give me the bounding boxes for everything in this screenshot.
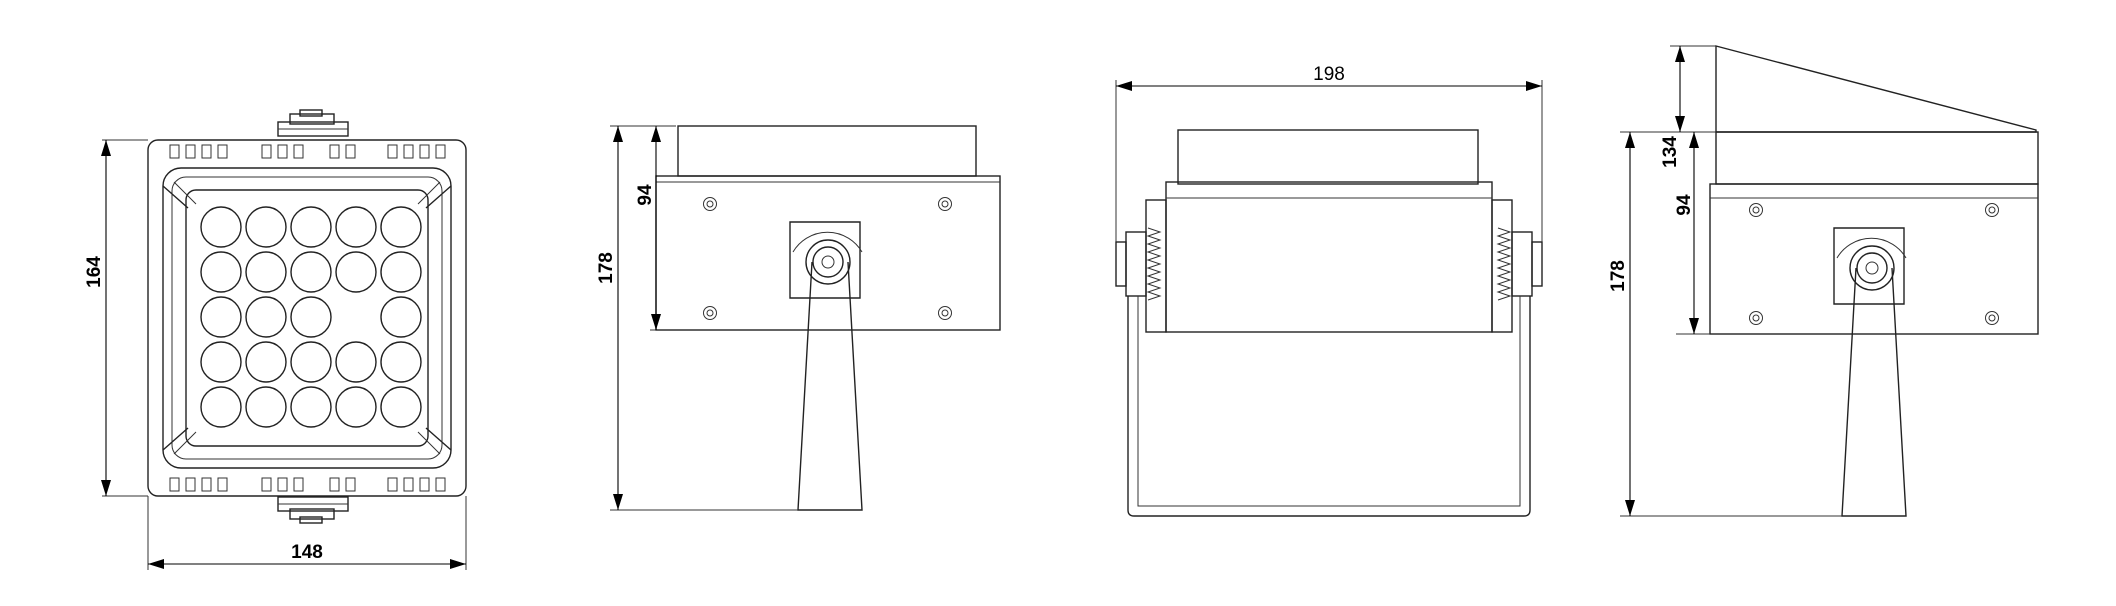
fin-slot bbox=[419, 144, 430, 159]
led-lens bbox=[335, 341, 377, 383]
led-lens bbox=[335, 251, 377, 293]
hinge-teeth-right bbox=[1496, 227, 1512, 301]
led-lens bbox=[245, 341, 287, 383]
fin-slot bbox=[261, 144, 272, 159]
dimension-housing-right: 94 bbox=[1674, 132, 1710, 335]
right-total-label: 178 bbox=[1608, 260, 1629, 292]
dimension-housing: 94 bbox=[635, 125, 676, 331]
fin-slot bbox=[185, 144, 196, 159]
mounting-bracket bbox=[789, 221, 863, 511]
mounting-bracket-right bbox=[1833, 227, 1907, 517]
fin-slot bbox=[419, 477, 430, 492]
fin-slot bbox=[185, 477, 196, 492]
side-view-right: 134 94 178 bbox=[1608, 45, 2039, 517]
fin-slot bbox=[435, 144, 446, 159]
led-lens bbox=[245, 251, 287, 293]
fin-slot bbox=[217, 477, 228, 492]
side-view-left: 94 178 bbox=[596, 125, 1001, 511]
bottom-clamp bbox=[277, 496, 349, 524]
visor-top bbox=[677, 125, 977, 177]
led-lens bbox=[200, 296, 242, 338]
visor-wedge bbox=[1715, 45, 2037, 133]
front-width-label: 148 bbox=[291, 542, 323, 563]
lens-window bbox=[185, 189, 429, 447]
led-lens bbox=[380, 206, 422, 248]
fin-slot bbox=[403, 144, 414, 159]
fin-slot bbox=[261, 477, 272, 492]
led-lens bbox=[200, 386, 242, 428]
fin-slot bbox=[387, 477, 398, 492]
hinge-tooth-line bbox=[1496, 227, 1512, 301]
dimension-width-top: 198 bbox=[1115, 64, 1543, 242]
cooling-fins-bottom bbox=[169, 477, 446, 492]
front-view: 164 148 bbox=[84, 109, 467, 570]
led-lens bbox=[290, 386, 332, 428]
led-lens bbox=[335, 386, 377, 428]
fin-slot bbox=[329, 477, 340, 492]
right-housing bbox=[1709, 183, 2039, 335]
dimension-total: 178 bbox=[596, 125, 798, 511]
fin-slot bbox=[345, 477, 356, 492]
led-lens bbox=[380, 341, 422, 383]
fin-slot bbox=[293, 144, 304, 159]
led-grid bbox=[200, 206, 422, 428]
led-lens bbox=[200, 206, 242, 248]
dimension-height: 164 bbox=[84, 139, 148, 497]
hinge-teeth-left bbox=[1146, 227, 1162, 301]
fin-slot bbox=[201, 477, 212, 492]
led-lens bbox=[380, 296, 422, 338]
led-lens bbox=[200, 341, 242, 383]
housing-outline bbox=[147, 139, 467, 497]
led-lens bbox=[245, 206, 287, 248]
fin-slot bbox=[387, 144, 398, 159]
fin-slot bbox=[293, 477, 304, 492]
top-clamp bbox=[277, 109, 349, 137]
led-lens bbox=[380, 251, 422, 293]
u-bracket bbox=[1127, 296, 1531, 517]
fin-slot bbox=[277, 144, 288, 159]
fin-slot bbox=[403, 477, 414, 492]
led-lens bbox=[290, 341, 332, 383]
fin-slot bbox=[435, 477, 446, 492]
visor-rear bbox=[1177, 129, 1479, 185]
front-height-label: 164 bbox=[84, 256, 105, 288]
bezel-outer bbox=[162, 167, 452, 469]
right-visor-label: 134 bbox=[1660, 136, 1681, 168]
led-lens bbox=[380, 386, 422, 428]
fin-slot bbox=[277, 477, 288, 492]
top-housing bbox=[1165, 181, 1493, 333]
fin-slot bbox=[217, 144, 228, 159]
led-lens bbox=[245, 296, 287, 338]
dimension-total-right: 178 bbox=[1608, 131, 1842, 517]
cooling-fins-top bbox=[169, 144, 446, 159]
right-housing-label: 94 bbox=[1674, 194, 1695, 216]
led-lens bbox=[335, 206, 377, 248]
fin-slot bbox=[169, 144, 180, 159]
fin-slot bbox=[201, 144, 212, 159]
top-width-label: 198 bbox=[1313, 64, 1345, 85]
led-lens bbox=[290, 296, 332, 338]
left-housing-label: 94 bbox=[635, 184, 656, 206]
top-view: 198 bbox=[1115, 64, 1543, 517]
fin-slot bbox=[329, 144, 340, 159]
hinge-tooth-line bbox=[1146, 227, 1162, 301]
dimension-width: 148 bbox=[147, 496, 467, 570]
led-lens bbox=[290, 251, 332, 293]
dimension-visor: 134 bbox=[1660, 45, 1716, 168]
tilt-scale bbox=[792, 231, 863, 253]
fin-slot bbox=[345, 144, 356, 159]
led-lens bbox=[290, 206, 332, 248]
led-lens bbox=[200, 251, 242, 293]
led-lens bbox=[245, 386, 287, 428]
left-total-label: 178 bbox=[596, 252, 617, 284]
fin-slot bbox=[169, 477, 180, 492]
